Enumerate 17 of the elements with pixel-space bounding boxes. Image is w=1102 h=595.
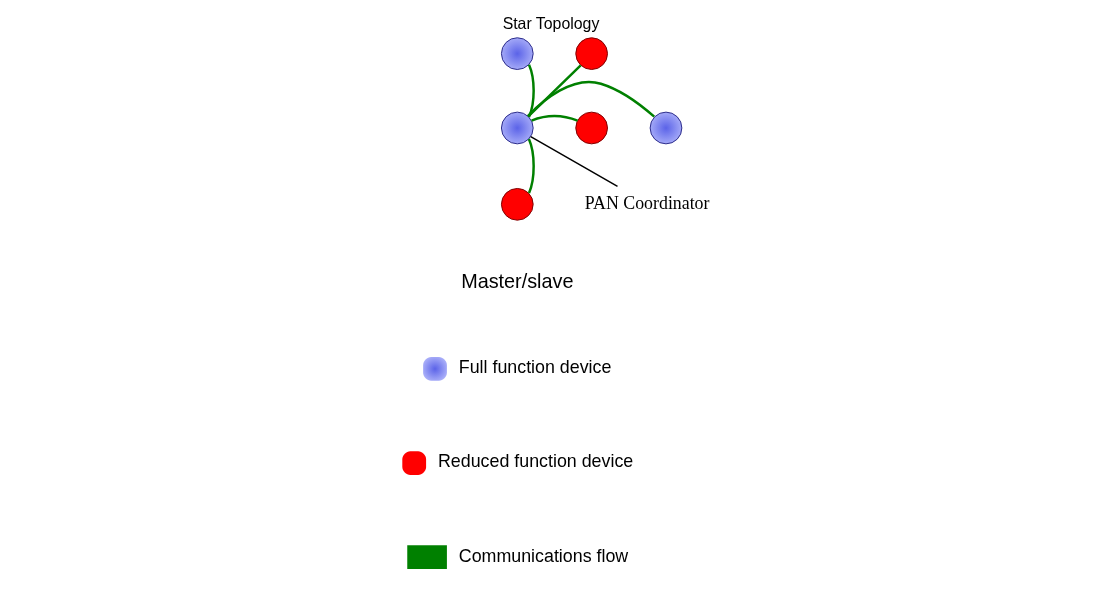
legend-label: Full function device	[458, 357, 612, 378]
connector	[531, 114, 578, 122]
node-circle	[575, 37, 608, 70]
diagram-title: Star Topology	[502, 14, 600, 32]
connector	[529, 135, 619, 188]
node-circle	[575, 111, 608, 145]
legend-label: Communications flow	[458, 545, 629, 566]
node-text: PAN Coordinator	[584, 192, 710, 213]
connector	[527, 64, 582, 118]
node-circle	[649, 111, 683, 145]
connector	[527, 138, 535, 194]
node-circle	[500, 111, 534, 145]
node-circle	[500, 37, 534, 70]
connector	[526, 80, 656, 118]
node-circle	[500, 187, 534, 221]
label: Master/slave	[461, 269, 574, 292]
legend-label: Reduced function device	[437, 451, 634, 472]
